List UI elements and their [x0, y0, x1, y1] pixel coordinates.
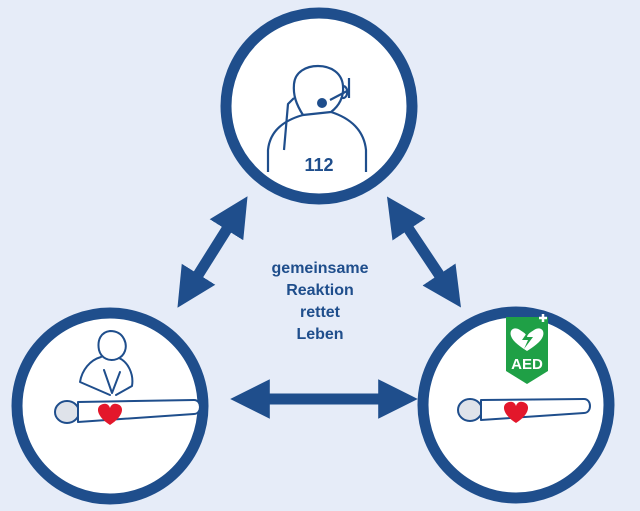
aed-defibrillator-icon: AED: [506, 314, 548, 384]
call-emergency-node: 112: [220, 7, 418, 205]
heart-icon: [503, 401, 529, 423]
caption-line: rettet: [299, 304, 340, 321]
cpr-node: [11, 307, 209, 505]
caption-line: Reaktion: [286, 282, 354, 299]
arrow-top-left: [177, 196, 248, 308]
aed-label: AED: [511, 356, 543, 373]
heart-icon: [97, 403, 123, 425]
arrow-top-right: [387, 196, 461, 308]
headset-operator-icon: [266, 64, 368, 172]
caption-line: gemeinsame: [271, 260, 369, 277]
aed-node: AED: [417, 306, 615, 504]
caption-line: Leben: [296, 326, 344, 343]
cpr-compression-icon: [79, 330, 134, 396]
center-caption: gemeinsame Reaktion rettet Leben: [250, 258, 390, 346]
emergency-number: 112: [304, 155, 333, 175]
